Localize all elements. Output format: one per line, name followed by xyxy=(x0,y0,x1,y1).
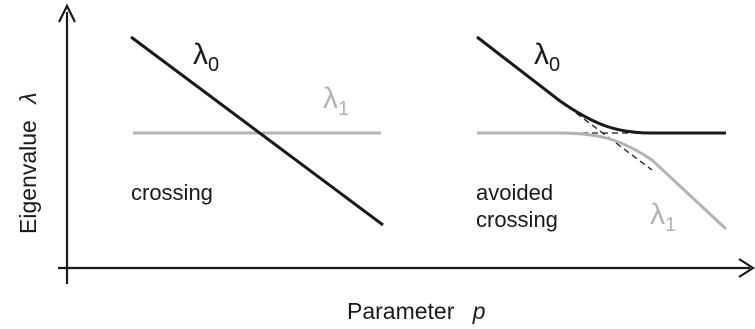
crossing-level1-label: λ1 xyxy=(323,82,349,120)
crossing-panel: λ0 λ1 crossing xyxy=(130,35,384,227)
y-axis-title: Eigenvalue λ xyxy=(15,92,41,234)
avoided-level0-label: λ0 xyxy=(534,38,560,76)
y-axis-title-text: Eigenvalue xyxy=(15,120,41,234)
axes xyxy=(58,3,755,284)
x-axis-title-text: Parameter xyxy=(347,298,455,324)
avoided-level0-symbol: λ xyxy=(534,38,549,71)
crossing-caption: crossing xyxy=(131,180,213,205)
diabatic-falling-dashed-line xyxy=(559,100,653,171)
avoided-level0-curve xyxy=(476,35,726,135)
x-axis-title: Parameter p xyxy=(347,298,486,324)
avoided-level1-label: λ1 xyxy=(650,198,676,236)
y-axis-arrow xyxy=(58,3,76,23)
avoided-caption-line1: avoided xyxy=(476,180,553,205)
crossing-level0-line xyxy=(130,35,384,227)
x-axis-arrow xyxy=(738,258,755,278)
avoided-level1-symbol: λ xyxy=(650,198,665,231)
avoided-level1-curve xyxy=(477,131,728,231)
crossing-level1-index: 1 xyxy=(338,98,349,120)
avoided-crossing-panel: λ0 λ1 avoided crossing xyxy=(476,35,728,236)
crossing-level0-index: 0 xyxy=(208,54,219,76)
avoided-level1-index: 1 xyxy=(665,214,676,236)
y-axis-variable: λ xyxy=(15,92,41,105)
avoided-caption-line2: crossing xyxy=(476,207,558,232)
x-axis-variable: p xyxy=(472,298,486,324)
avoided-level0-index: 0 xyxy=(549,54,560,76)
crossing-level0-symbol: λ xyxy=(193,38,208,71)
crossing-level0-label: λ0 xyxy=(193,38,219,76)
crossing-level1-symbol: λ xyxy=(323,82,338,115)
